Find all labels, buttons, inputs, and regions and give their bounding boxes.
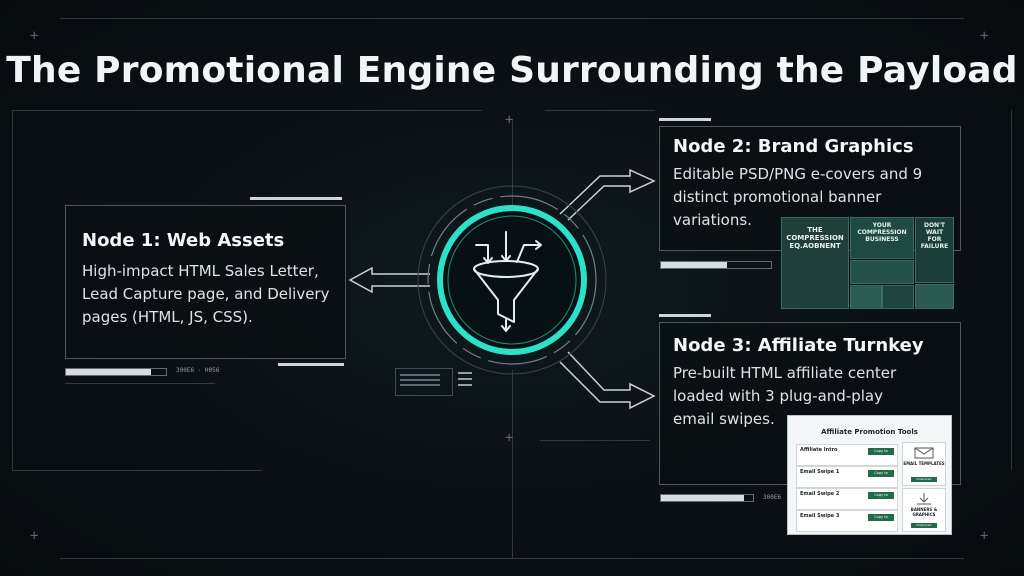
node-1-bottom-accent — [278, 363, 344, 366]
node-3-title: Node 3: Affiliate Turnkey — [673, 335, 924, 356]
crosshair-center-low: + — [505, 430, 514, 446]
crosshair-top-left: + — [30, 28, 39, 44]
banner-thumbnail-5 — [882, 285, 914, 309]
center-readout-lines — [400, 374, 440, 376]
hub-mid-ring — [427, 195, 597, 365]
banner-thumbnail-2-text: DON'T WAIT FOR FAILURE — [920, 222, 949, 250]
email-templates-card: EMAIL TEMPLATES Download — [902, 442, 946, 486]
banner-thumbnail-1-text: YOUR COMPRESSION BUSINESS — [857, 222, 907, 243]
node-3-description: Pre-built HTML affiliate center loaded w… — [673, 364, 897, 428]
banner-thumbnail-4 — [850, 285, 882, 309]
crosshair-bottom-left: + — [30, 528, 39, 544]
node-2-top-accent — [659, 118, 711, 121]
node-1-status-code: 300E6 · H056 — [176, 367, 220, 374]
copy-button: Copy to Clipboard — [868, 470, 894, 482]
copy-button: Copy to Clipboard — [868, 492, 894, 504]
banner-thumbnail-6 — [915, 284, 954, 309]
arrow-to-node-1 — [348, 266, 430, 294]
frame-bottom-line — [60, 558, 964, 559]
frame-vline-center-bottom — [512, 370, 513, 558]
ecover-thumbnail-1-text: THE COMPRESSION EQ.AOBNENT — [786, 226, 844, 250]
node-1-description: High-impact HTML Sales Letter, Lead Capt… — [82, 262, 330, 326]
arrow-to-node-2 — [559, 168, 656, 221]
node-1-panel — [65, 205, 346, 359]
center-readout-bars — [458, 372, 472, 374]
crosshair-top-right: + — [980, 28, 989, 44]
brand-graphics-thumbnails: THE COMPRESSION EQ.AOBNENT YOUR COMPRESS… — [781, 217, 954, 309]
affiliate-row-swipe-2-label: Email Swipe 2 — [800, 491, 840, 497]
node-2-description: Editable PSD/PNG e-covers and 9 distinct… — [673, 165, 923, 229]
affiliate-row-swipe-1: Email Swipe 1 Copy to Clipboard — [796, 466, 898, 488]
arrow-to-node-3 — [559, 351, 656, 410]
affiliate-row-swipe-3-label: Email Swipe 3 — [800, 513, 840, 519]
affiliate-row-swipe-1-label: Email Swipe 1 — [800, 469, 840, 475]
node-3-progress-bar — [660, 494, 754, 502]
page-title: The Promotional Engine Surrounding the P… — [6, 50, 1018, 91]
email-templates-label: EMAIL TEMPLATES — [903, 461, 945, 466]
banner-thumbnail-3 — [850, 260, 914, 284]
frame-hline-bottom — [12, 470, 262, 471]
ecover-thumbnail-1: THE COMPRESSION EQ.AOBNENT — [781, 217, 849, 309]
download-button: Download — [911, 523, 937, 528]
node-1-title: Node 1: Web Assets — [82, 230, 285, 251]
download-icon — [917, 493, 931, 505]
banners-graphics-card: BANNERS & GRAPHICS Download — [902, 488, 946, 532]
node-2-title: Node 2: Brand Graphics — [673, 136, 914, 157]
affiliate-row-swipe-3: Email Swipe 3 Copy to Clipboard — [796, 510, 898, 532]
node-3-top-accent — [659, 314, 711, 317]
hub-glow-ring — [437, 205, 587, 355]
node-2-progress-bar — [660, 261, 772, 269]
copy-button: Copy to Clipboard — [868, 448, 894, 460]
frame-vline-center — [512, 120, 513, 210]
frame-hline-left — [12, 110, 482, 111]
affiliate-row-swipe-2: Email Swipe 2 Copy to Clipboard — [796, 488, 898, 510]
node-1-top-accent — [250, 197, 342, 200]
affiliate-row-intro: Affiliate Intro Copy to Clipboard — [796, 444, 898, 466]
download-button: Download — [911, 477, 937, 482]
frame-left-line — [12, 110, 13, 470]
node-3-status-code: 300E6 — [763, 494, 782, 501]
affiliate-row-intro-label: Affiliate Intro — [800, 447, 838, 453]
copy-button: Copy to Clipboard — [868, 514, 894, 526]
frame-hline-right — [545, 110, 655, 111]
frame-right-line — [1011, 110, 1012, 470]
affiliate-screenshot-title: Affiliate Promotion Tools — [821, 428, 918, 436]
funnel-icon — [473, 231, 542, 332]
banners-graphics-label: BANNERS & GRAPHICS — [910, 507, 938, 517]
node-1-underline — [65, 383, 215, 384]
hub-outer-ring — [417, 185, 607, 375]
frame-hline-mid — [540, 440, 650, 441]
frame-top-line — [60, 18, 964, 19]
crosshair-center: + — [505, 112, 514, 128]
banner-thumbnail-2: DON'T WAIT FOR FAILURE — [915, 217, 954, 283]
banner-thumbnail-1: YOUR COMPRESSION BUSINESS — [850, 217, 914, 259]
crosshair-bottom-right: + — [980, 528, 989, 544]
center-readout — [395, 368, 453, 396]
hub-inner-ring — [447, 215, 577, 345]
node-1-progress-bar — [65, 368, 167, 376]
affiliate-center-screenshot: Affiliate Promotion Tools Affiliate Intr… — [787, 415, 952, 535]
envelope-icon — [914, 447, 934, 459]
